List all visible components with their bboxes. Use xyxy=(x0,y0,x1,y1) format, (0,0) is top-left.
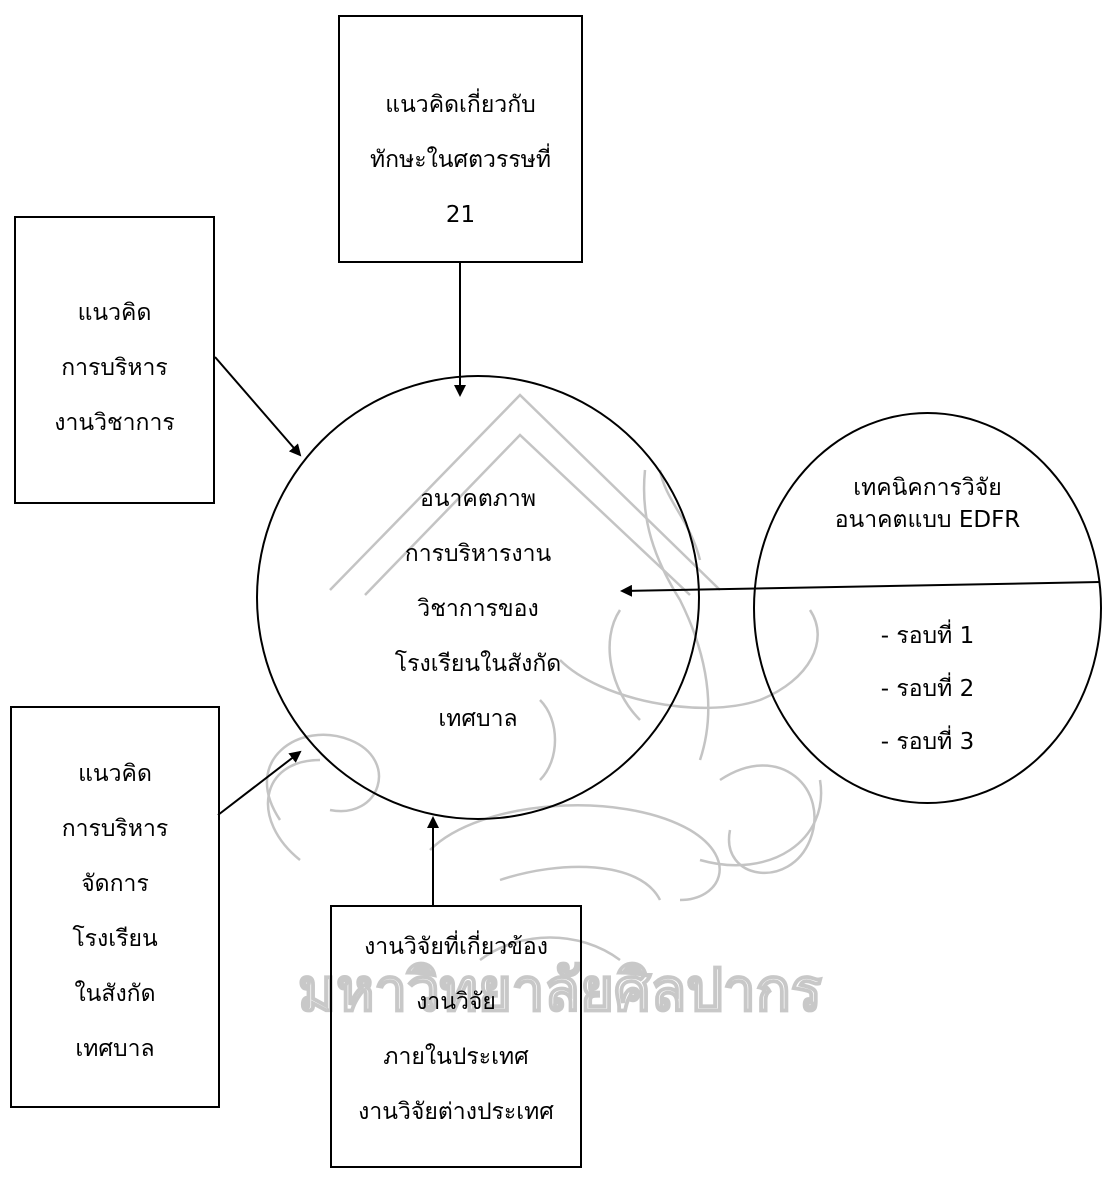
related-research-text: งานวิจัยที่เกี่ยวข้อง งานวิจัย ภายในประเ… xyxy=(330,920,582,1140)
label-line: ภายในประเทศ xyxy=(383,1044,529,1070)
label-line: เทศบาล xyxy=(75,1036,155,1062)
concept-academic-admin-text: แนวคิด การบริหาร งานวิชาการ xyxy=(14,286,215,451)
label-line: การบริหารงาน xyxy=(404,541,552,567)
concept-21st-century-skills-text: แนวคิดเกี่ยวกับ ทักษะในศตวรรษที่ 21 xyxy=(338,78,583,243)
label-line: การบริหาร xyxy=(61,355,168,381)
label-line: ทักษะในศตวรรษที่ xyxy=(369,147,552,173)
concept-21st-century-skills-box xyxy=(338,15,583,263)
concept-academic-admin-box xyxy=(14,216,215,504)
list-item: - รอบที่ 2 xyxy=(880,676,975,702)
related-research-box xyxy=(330,905,582,1168)
future-scenario-text: อนาคตภาพ การบริหารงาน วิชาการของ โรงเรีย… xyxy=(256,472,700,747)
concept-school-management-text: แนวคิด การบริหาร จัดการ โรงเรียน ในสังกั… xyxy=(10,747,220,1077)
label-line: โรงเรียนในสังกัด xyxy=(394,651,562,677)
future-scenario-circle xyxy=(256,375,700,820)
label-line: เทศบาล xyxy=(438,706,518,732)
arrow-left-top-to-center xyxy=(214,356,302,457)
label-line: แนวคิดเกี่ยวกับ xyxy=(385,92,536,118)
label-line: แนวคิด xyxy=(78,761,152,787)
label-line: วิชาการของ xyxy=(417,596,539,622)
label-line: งานวิจัย xyxy=(416,989,496,1015)
list-item: - รอบที่ 3 xyxy=(880,729,975,755)
label-line: การบริหาร xyxy=(61,816,169,842)
label-line: แนวคิด xyxy=(77,300,152,326)
label-line: โรงเรียน xyxy=(72,926,158,952)
label-line: เทคนิคการวิจัย xyxy=(853,475,1002,501)
label-line: งานวิจัยต่างประเทศ xyxy=(358,1099,554,1125)
label-line: งานวิจัยที่เกี่ยวข้อง xyxy=(364,934,548,960)
arrow-left-bottom-to-center xyxy=(217,750,302,816)
concept-school-management-box xyxy=(10,706,220,1108)
edfr-rounds-list: - รอบที่ 1 - รอบที่ 2 - รอบที่ 3 xyxy=(753,610,1102,769)
label-line: 21 xyxy=(445,202,476,228)
label-line: งานวิชาการ xyxy=(54,410,175,436)
edfr-technique-title: เทคนิคการวิจัย อนาคตแบบ EDFR xyxy=(753,472,1102,536)
label-line: จัดการ xyxy=(81,871,149,897)
edfr-technique-circle xyxy=(753,412,1102,804)
label-line: อนาคตภาพ xyxy=(419,486,536,512)
label-line: อนาคตแบบ EDFR xyxy=(834,507,1021,533)
list-item: - รอบที่ 1 xyxy=(880,623,975,649)
label-line: ในสังกัด xyxy=(74,981,156,1007)
watermark-text: มหาวิทยาลัยศิลปากร xyxy=(298,956,822,1024)
